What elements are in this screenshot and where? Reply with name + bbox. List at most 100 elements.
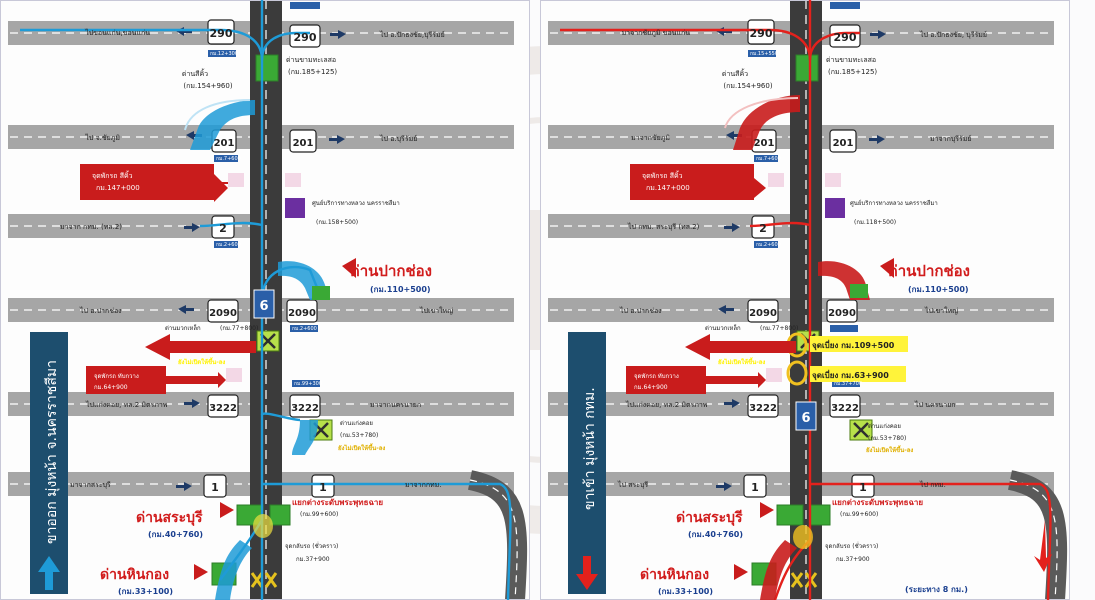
km-small-2-right: กม.7+600 (756, 156, 781, 162)
toll-sikhio-right: ด่านสีคิ้ว (722, 67, 748, 78)
shield-2090b-right: 2090 (828, 308, 856, 319)
rest-thapkwang-right: จุดพักรถ ทับกวาง (634, 373, 679, 380)
road201-east-right: มาจากบุรีรัมย์ (930, 135, 972, 143)
service-center-km-left: (กม.158+500) (316, 219, 358, 226)
rest-thapkwang-km-right: กม.64+900 (634, 384, 668, 391)
toll-pakchong-km-left: (กม.110+500) (370, 285, 431, 294)
checkpoint-2-right: จุดเบี่ยง กม.63+900 (812, 369, 889, 381)
shield-290-right: 290 (750, 27, 773, 40)
checkpoint-right: จุดกลับรถ (ชั่วคราว) (825, 542, 878, 550)
shield-1-left: 1 (211, 481, 219, 494)
toll-saraburi-km-left: (กม.40+760) (148, 530, 203, 539)
road2090-east-left: ไปเขาใหญ่ (419, 306, 453, 315)
toll-khamthale-km-left: (กม.185+125) (288, 68, 337, 76)
toll-hinkong-left: ด่านหินกอง (100, 567, 169, 583)
route6-label-right: 6 (801, 411, 810, 426)
shield-3222b-left: 3222 (291, 403, 319, 414)
road290-east-right: ไป อ.ปักธงชัย, บุรีรัมย์ (919, 30, 987, 39)
road2-west-left: มาจาก กทม. (ทล.2) (60, 223, 122, 231)
road201-west-right: มาจากชัยภูมิ (631, 134, 670, 142)
shield-201b-right: 201 (833, 138, 854, 149)
road3222-west-left: ไปแก่งคอย, ทล.2 มิตรภาพ (85, 400, 168, 409)
rest-thapkwang-km-left: กม.64+900 (94, 384, 128, 391)
shield-290-left: 290 (210, 27, 233, 40)
road2090-west-left: ไป อ.ปากช่อง (79, 306, 122, 315)
junction-km-right: (กม.99+600) (840, 511, 878, 518)
toll-kaengkhoi-km-left: (กม.53+780) (340, 432, 378, 439)
shield-2-left: 2 (219, 222, 227, 235)
shield-2-right: 2 (759, 222, 767, 235)
right-direction-label: ขาเข้า มุ่งหน้า กทม. (582, 387, 598, 510)
km-small-1-left: กม.12+300 (210, 51, 238, 57)
toll-khamthale-km-right: (กม.185+125) (828, 68, 877, 76)
road1-east-left: มาจากกทม. (405, 481, 442, 489)
toll-kaengkhoi-status-left: ยังไม่เปิดให้ขึ้น-ลง (338, 442, 385, 452)
km-small-5-left: กม.99+300 (294, 381, 322, 387)
toll-sikhio-km-right: (กม.154+960) (723, 82, 772, 90)
shield-1-right: 1 (751, 481, 759, 494)
shield-2090b-left: 2090 (288, 308, 316, 319)
not-open-right: ยังไม่เปิดให้ขึ้น-ลง (718, 356, 765, 366)
toll-khamthale-right: ด่านขามทะเลสอ (826, 56, 876, 64)
toll-muaklek-right: ด่านมวกเหล็ก (705, 323, 741, 332)
toll-pakchong-left: ด่านปากช่อง (350, 262, 432, 280)
toll-muaklek-km-left: (กม.77+800) (220, 325, 258, 332)
road290-west-left: ไปขอนแก่น,ขอนแก่น (84, 28, 150, 37)
right-panel: 6 ขาเข้า มุ่งหน้า กทม. (540, 0, 1070, 600)
road201-east-left: ไป อ.บุรีรัมย์ (379, 134, 417, 143)
toll-saraburi-left: ด่านสระบุรี (136, 510, 203, 526)
toll-saraburi-km-right: (กม.40+760) (688, 530, 743, 539)
route6-label-left: 6 (259, 299, 268, 314)
toll-muaklek-left: ด่านมวกเหล็ก (165, 323, 201, 332)
shield-201-right: 201 (754, 138, 775, 149)
checkpoint-left: จุดกลับรถ (ชั่วคราว) (285, 542, 338, 550)
road290-east-left: ไป อ.ปักธงชัย,บุรีรัมย์ (379, 30, 445, 39)
rest-sikhio-right: จุดพักรถ สีคิ้ว (642, 169, 683, 180)
toll-kaengkhoi-status-right: ยังไม่เปิดให้ขึ้น-ลง (866, 444, 913, 454)
junction-km-left: (กม.99+600) (300, 511, 338, 518)
toll-hinkong-km-right: (กม.33+100) (658, 587, 713, 596)
shield-1b-right: 1 (859, 481, 867, 494)
road1-west-right: ไป สระบุรี (617, 480, 648, 489)
shield-2090-right: 2090 (749, 308, 777, 319)
toll-khamthale-left: ด่านขามทะเลสอ (286, 56, 336, 64)
toll-sikhio-km-left: (กม.154+960) (183, 82, 232, 90)
toll-kaengkhoi-right: ด่านแก่งคอย (868, 423, 901, 430)
road2090-east-right: ไปเขาใหญ่ (924, 306, 958, 315)
service-center-right: ศูนย์บริการทางหลวง นครราชสีมา (850, 199, 938, 207)
toll-muaklek-km-right: (กม.77+800) (760, 325, 798, 332)
toll-saraburi-right: ด่านสระบุรี (676, 510, 743, 526)
km-small-3-left: กม.2+600 (216, 242, 241, 248)
checkpoint-km-right: กม.37+900 (836, 556, 870, 563)
road1-west-left: มาจากสระบุรี (70, 481, 111, 489)
toll-sikhio-left: ด่านสีคิ้ว (182, 67, 208, 78)
shield-201-left: 201 (214, 138, 235, 149)
toll-pakchong-right: ด่านปากช่อง (888, 262, 970, 280)
rest-sikhio-km-right: กม.147+000 (646, 184, 690, 192)
road2090-west-right: ไป อ.ปากช่อง (619, 306, 662, 315)
shield-3222b-right: 3222 (831, 403, 859, 414)
not-open-left: ยังไม่เปิดให้ขึ้น-ลง (178, 356, 225, 366)
km-small-4-left: กม.2+600 (292, 326, 317, 332)
shield-290b-left: 290 (294, 31, 317, 44)
rest-sikhio-km-left: กม.147+000 (96, 184, 140, 192)
shield-2090-left: 2090 (209, 308, 237, 319)
road290-west-right: มาจากชัยภูมิ ขอนแก่น (622, 29, 691, 37)
road1-east-right: ไป กทม. (919, 480, 946, 489)
checkpoint-km-left: กม.37+900 (296, 556, 330, 563)
service-center-km-right: (กม.118+500) (854, 219, 896, 226)
road201-west-left: ไป จ.ชัยภูมิ (84, 133, 120, 142)
km-small-1-right: กม.15+550 (750, 51, 778, 57)
toll-hinkong-km-left: (กม.33+100) (118, 587, 173, 596)
toll-kaengkhoi-left: ด่านแก่งคอย (340, 420, 373, 427)
road3222-west-right: ไปแก่งคอย, ทล.2 มิตรภาพ (625, 400, 708, 409)
junction-left: แยกต่างระดับพระพุทธฉาย (292, 498, 383, 508)
checkpoint-1-right: จุดเบี่ยง กม.109+500 (812, 339, 895, 351)
toll-kaengkhoi-km-right: (กม.53+780) (868, 435, 906, 442)
shield-3222-right: 3222 (749, 403, 777, 414)
junction-right: แยกต่างระดับพระพุทธฉาย (832, 498, 923, 508)
toll-hinkong-right: ด่านหินกอง (640, 567, 709, 583)
km-small-3-right: กม.2+600 (756, 242, 781, 248)
road2-west-right: ไป กทม. สระบุรี (ทล.2) (627, 222, 700, 231)
